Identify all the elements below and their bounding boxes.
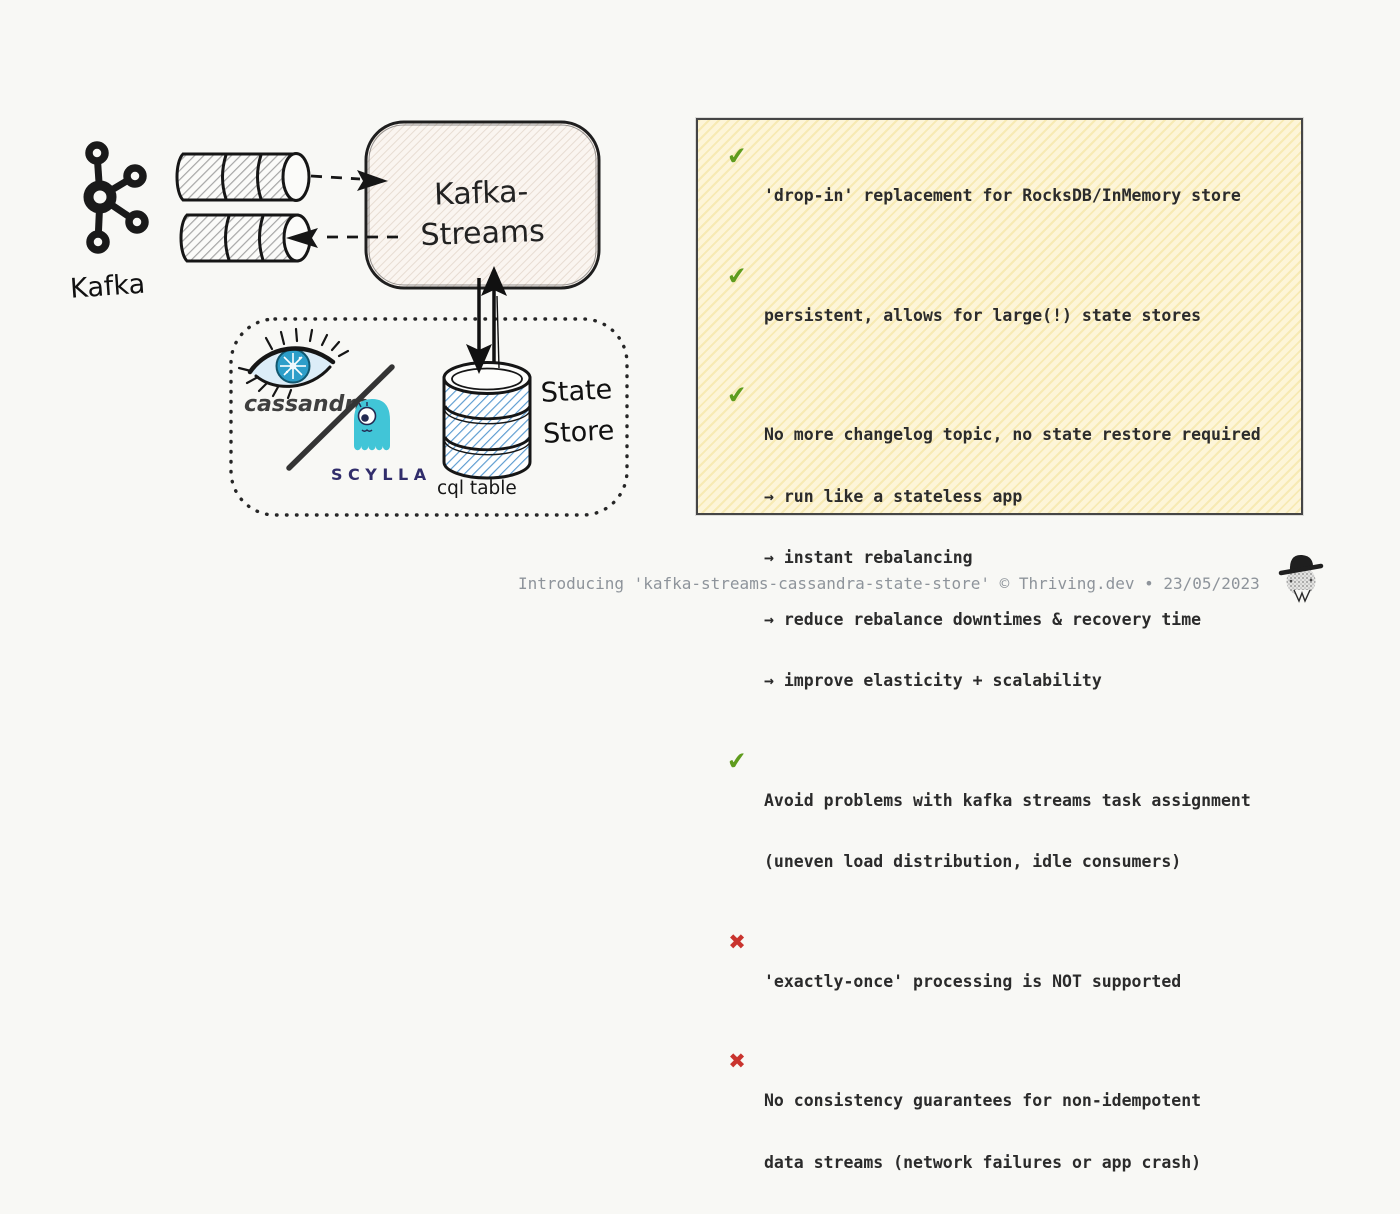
note-line: → run like a stateless app xyxy=(764,486,1023,506)
kafka-streams-box: Kafka- Streams xyxy=(364,120,601,290)
arrow-topic-to-streams xyxy=(310,170,388,191)
note-line: No more changelog topic, no state restor… xyxy=(764,425,1261,444)
note-line: persistent, allows for large(!) state st… xyxy=(764,305,1202,325)
cross-icon: ✖ xyxy=(728,929,746,954)
note-line: No consistency guarantees for non-idempo… xyxy=(764,1091,1202,1110)
note-line: → improve elasticity + scalability xyxy=(764,671,1102,690)
note-text: 'exactly-once' processing is NOT support… xyxy=(764,931,1181,1034)
infographic-canvas: Kafka Kafka- Streams xyxy=(69,118,1324,1172)
arrow-streams-to-store-down xyxy=(466,278,492,374)
kafka-streams-label-line2: Streams xyxy=(420,214,545,253)
state-store-label-line2: Store xyxy=(542,415,615,450)
architecture-diagram: Kafka Kafka- Streams xyxy=(69,120,629,517)
note-line: → reduce rebalance downtimes & recovery … xyxy=(764,609,1202,629)
kafka-logo-icon xyxy=(83,141,149,254)
topic-cylinder-top xyxy=(175,152,311,202)
notes-panel: ✔ 'drop-in' replacement for RocksDB/InMe… xyxy=(696,118,1303,1172)
note-line: (uneven load distribution, idle consumer… xyxy=(764,852,1182,871)
note-text: persistent, allows for large(!) state st… xyxy=(764,265,1201,368)
note-text: Avoid problems with kafka streams task a… xyxy=(764,750,1251,914)
kafka-streams-label-line1: Kafka- xyxy=(434,174,529,212)
cross-icon: ✖ xyxy=(728,1049,746,1073)
note-item: ✔ No more changelog topic, no state rest… xyxy=(722,380,1285,733)
state-store-label-line1: State xyxy=(540,374,613,409)
note-line: data streams (network failures or app cr… xyxy=(764,1152,1202,1172)
scylla-logo-icon xyxy=(353,399,390,451)
note-line: 'exactly-once' processing is NOT support… xyxy=(764,971,1182,991)
cql-table-label: cql table xyxy=(437,478,517,499)
kafka-label: Kafka xyxy=(69,269,146,305)
database-group-border xyxy=(229,317,629,517)
state-store-cylinder-icon xyxy=(442,361,532,480)
note-item: ✖ No consistency guarantees for non-idem… xyxy=(722,1050,1285,1214)
note-text: 'drop-in' replacement for RocksDB/InMemo… xyxy=(764,145,1241,248)
author-avatar-icon xyxy=(1278,554,1324,603)
note-item: ✖ 'exactly-once' processing is NOT suppo… xyxy=(722,929,1285,1034)
cassandra-logo-icon xyxy=(237,327,350,400)
note-line: 'drop-in' replacement for RocksDB/InMemo… xyxy=(764,186,1241,205)
note-item: ✔ Avoid problems with kafka streams task… xyxy=(722,745,1285,914)
scylla-label: SCYLLA xyxy=(331,465,432,484)
footer-credit: Introducing 'kafka-streams-cassandra-sta… xyxy=(518,574,1260,593)
check-icon: ✔ xyxy=(725,745,749,776)
arrow-store-to-streams-up xyxy=(481,266,507,369)
slash-divider xyxy=(286,364,395,471)
note-text: No consistency guarantees for non-idempo… xyxy=(764,1050,1201,1214)
note-item: ✔ persistent, allows for large(!) state … xyxy=(722,260,1285,368)
check-icon: ✔ xyxy=(725,141,749,171)
check-icon: ✔ xyxy=(725,380,749,410)
check-icon: ✔ xyxy=(725,260,749,291)
note-line: → instant rebalancing xyxy=(764,548,973,567)
note-line: Avoid problems with kafka streams task a… xyxy=(764,790,1251,810)
note-text: No more changelog topic, no state restor… xyxy=(764,384,1261,733)
arrow-streams-to-topic xyxy=(286,228,398,248)
note-item: ✔ 'drop-in' replacement for RocksDB/InMe… xyxy=(722,141,1285,248)
